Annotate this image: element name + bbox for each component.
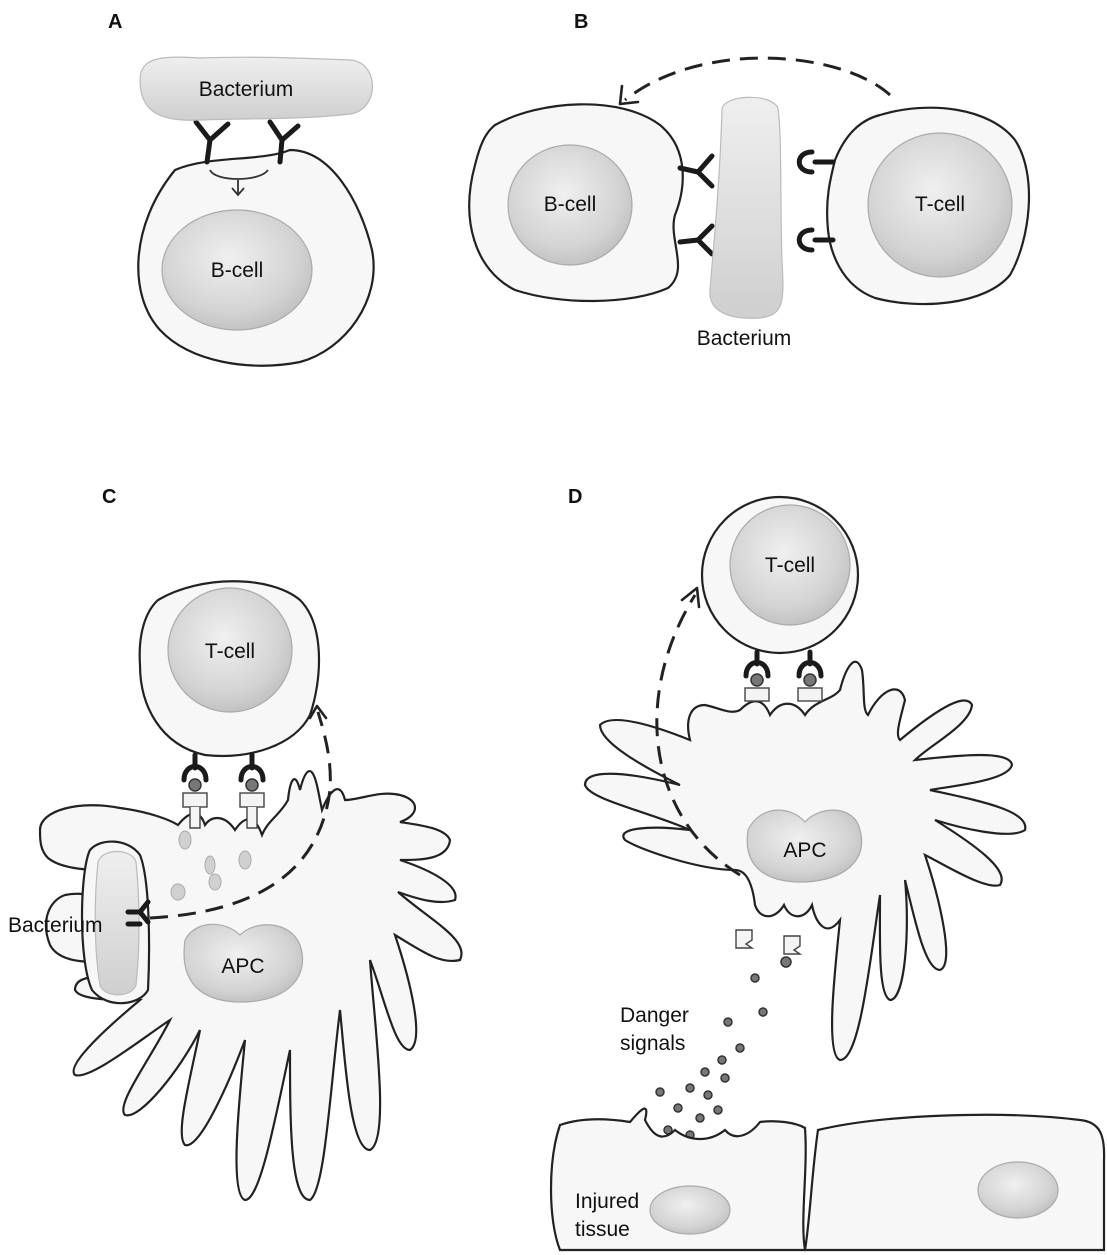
panel-b: B B-cell T-cell Bacterium	[469, 11, 1029, 350]
panel-a-b-cell-label: B-cell	[211, 259, 264, 282]
panel-d-apc-label: APC	[783, 839, 826, 862]
danger-signal-dot	[751, 974, 759, 982]
danger-signal-dot	[686, 1084, 694, 1092]
panel-c-antigen-left	[189, 779, 201, 791]
panel-d-danger-signals-label-line2: signals	[620, 1032, 685, 1055]
panel-c-vesicle	[209, 874, 221, 890]
panel-d-bound-signal	[781, 957, 791, 967]
danger-signal-dot	[714, 1106, 722, 1114]
panel-d-danger-receptor-left	[736, 930, 752, 948]
panel-d-injured-tissue-label-line2: tissue	[575, 1218, 630, 1241]
panel-d-t-cell-label: T-cell	[765, 554, 815, 577]
panel-b-bacterium-label: Bacterium	[697, 327, 792, 350]
danger-signal-dot	[721, 1074, 729, 1082]
panel-d-tcr-left	[746, 652, 768, 676]
panel-a: A Bacterium B-cell	[108, 11, 374, 366]
panel-c-tcr-left	[184, 755, 206, 780]
panel-b-b-cell-label: B-cell	[544, 193, 597, 216]
panel-d-danger-signal-dots	[656, 974, 767, 1139]
panel-c-vesicle	[205, 856, 215, 874]
panel-b-tcr-upper	[799, 152, 833, 172]
danger-signal-dot	[696, 1114, 704, 1122]
panel-d-tcr-right	[799, 652, 821, 676]
panel-b-letter: B	[574, 11, 588, 33]
panel-d-injured-cell-nucleus	[650, 1186, 730, 1234]
panel-c-letter: C	[102, 486, 116, 508]
panel-a-bacterium-label: Bacterium	[199, 78, 294, 101]
panel-c-vesicle	[239, 851, 251, 869]
panel-a-antibody-left	[196, 122, 228, 162]
panel-a-letter: A	[108, 11, 122, 33]
panel-d-injured-tissue-label-line1: Injured	[575, 1190, 639, 1213]
panel-d-mhc-right	[798, 688, 822, 701]
danger-signal-dot	[674, 1104, 682, 1112]
panel-c-vesicle	[179, 831, 191, 849]
panel-d-antigen-right	[804, 674, 816, 686]
panel-b-signal-arrowhead	[620, 86, 638, 104]
panel-d-signal-arrowhead	[682, 588, 699, 607]
panel-d-healthy-cell-nucleus	[978, 1162, 1058, 1218]
panel-d: D	[551, 486, 1104, 1250]
panel-d-healthy-tissue-cell	[805, 1115, 1104, 1250]
panel-d-danger-receptor-right	[784, 936, 800, 954]
panel-c-mhc-stem-right	[247, 807, 257, 828]
panel-b-bacterium	[710, 97, 783, 318]
panel-c: C T-cell Bacterium APC	[8, 486, 462, 1200]
panel-c-mhc-stem-left	[190, 807, 200, 828]
panel-d-antigen-left	[751, 674, 763, 686]
panel-d-mhc-left	[745, 688, 769, 701]
danger-signal-dot	[736, 1044, 744, 1052]
panel-d-danger-signals-label-line1: Danger	[620, 1004, 689, 1027]
panel-c-t-cell-label: T-cell	[205, 640, 255, 663]
panel-b-t-cell-label: T-cell	[915, 193, 965, 216]
panel-c-mhc-right	[240, 793, 264, 807]
panel-c-bacterium-label: Bacterium	[8, 914, 103, 937]
panel-c-mhc-left	[183, 793, 207, 807]
danger-signal-dot	[759, 1008, 767, 1016]
panel-c-tcr-right	[241, 755, 263, 780]
panel-b-antibody-lower	[680, 226, 712, 254]
panel-d-letter: D	[568, 486, 582, 508]
danger-signal-dot	[704, 1091, 712, 1099]
danger-signal-dot	[701, 1068, 709, 1076]
panel-b-signal-arrow	[625, 58, 890, 100]
danger-signal-dot	[656, 1088, 664, 1096]
panel-c-vesicle	[171, 884, 185, 900]
panel-c-apc-label: APC	[221, 955, 264, 978]
panel-c-antigen-right	[246, 779, 258, 791]
danger-signal-dot	[724, 1018, 732, 1026]
panel-b-antibody-upper	[680, 156, 712, 186]
danger-signal-dot	[718, 1056, 726, 1064]
